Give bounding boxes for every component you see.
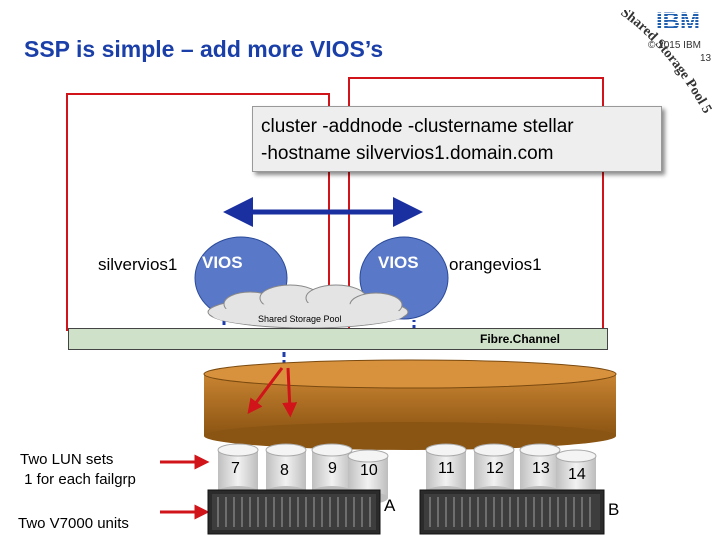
ibm-logo: IBM	[656, 8, 700, 32]
right-vios-label: VIOS	[378, 253, 419, 272]
disk-label-12: 12	[486, 460, 504, 477]
ribbon-text: Shared Storage Pool 5	[618, 10, 715, 116]
disk-label-11: 11	[438, 460, 455, 477]
lun-sets-line-2: 1 for each failgrp	[20, 471, 136, 488]
disk-label-9: 9	[328, 460, 337, 477]
disk-label-7: 7	[231, 460, 240, 477]
lun-red-arrow-down	[282, 367, 298, 418]
copyright-text: © 2015 IBM	[648, 40, 701, 51]
unit-a-label: A	[384, 496, 396, 515]
unit-b-label: B	[608, 500, 620, 519]
slide-title: SSP is simple – add more VIOS’s	[24, 36, 384, 62]
disk-label-10: 10	[360, 462, 378, 479]
lun-red-arrow-left	[247, 367, 284, 414]
fibre-channel-bar	[68, 328, 608, 350]
fibre-channel-label: Fibre.Channel	[480, 332, 561, 346]
lun-sets-label: Two LUN sets 1 for each failgrp	[20, 450, 136, 490]
storage-pool-label: Shared Storage Pool	[258, 314, 342, 324]
disk-label-14: 14	[568, 466, 586, 483]
disk-7	[217, 443, 259, 498]
left-host-label: silvervios1	[98, 255, 178, 274]
command-line-1: cluster -addnode -clustername stellar	[261, 116, 574, 137]
v7000-unit-a	[207, 489, 381, 535]
disk-label-8: 8	[280, 462, 289, 479]
left-vios-label: VIOS	[202, 253, 243, 272]
lun-sets-line-1: Two LUN sets	[20, 451, 114, 468]
v7000-unit-b	[419, 489, 605, 535]
command-box: cluster -addnode -clustername stellar -h…	[252, 106, 662, 172]
disk-label-13: 13	[532, 460, 550, 477]
v7000-label: Two V7000 units	[18, 515, 129, 532]
storage-cylinder	[203, 359, 617, 450]
page-number: 13	[700, 53, 712, 64]
command-line-2: -hostname silvervios1.domain.com	[261, 143, 554, 164]
right-host-label: orangevios1	[449, 255, 542, 274]
ibm-logo-text: IBM	[656, 8, 700, 32]
